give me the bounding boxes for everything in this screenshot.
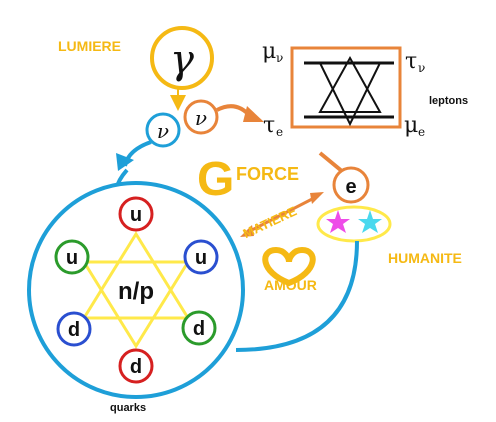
heart-icon xyxy=(262,246,316,287)
neutrino-orange-node: ν xyxy=(183,99,219,135)
lumiere-label: LUMIERE xyxy=(58,38,121,54)
quark-ring xyxy=(54,239,90,275)
force-label: FORCE xyxy=(236,164,299,184)
quark-u-1: u xyxy=(54,239,90,275)
nucleon-label: n/p xyxy=(118,278,154,305)
leptons-label: leptons xyxy=(429,95,468,107)
pink-star-icon xyxy=(326,210,350,233)
quark-letter: d xyxy=(193,318,205,340)
svg-text:μ: μ xyxy=(404,113,418,138)
quark-ring xyxy=(118,196,154,232)
quarks-label: quarks xyxy=(110,402,146,414)
blue-arrowhead xyxy=(116,153,134,171)
quark-ring xyxy=(183,239,219,275)
humanite-stars xyxy=(316,205,392,243)
quark-u-0: u xyxy=(118,196,154,232)
blue-return-curve xyxy=(235,240,359,352)
quark-ring xyxy=(118,348,154,384)
lepton-star-up xyxy=(318,55,382,113)
svg-text:τ: τ xyxy=(263,113,275,138)
quark-d-3: d xyxy=(56,311,92,347)
electron-node: e xyxy=(332,166,370,204)
lepton-tau-nu: τ ν xyxy=(405,49,425,75)
quark-ring xyxy=(181,310,217,346)
quark-ring xyxy=(56,311,92,347)
electron-symbol: e xyxy=(345,176,356,198)
electron-connector xyxy=(318,151,345,174)
quark-letter: u xyxy=(130,204,142,226)
lepton-mu-nu: μ ν xyxy=(262,39,283,65)
orange-arrowhead xyxy=(243,106,264,122)
neutrino-blue-node: ν xyxy=(145,112,181,148)
lepton-tau-e: τ e xyxy=(263,113,283,139)
quark-d-4: d xyxy=(181,310,217,346)
svg-text:τ: τ xyxy=(405,49,417,74)
svg-text:ν: ν xyxy=(418,61,425,75)
humanite-label: HUMANITE xyxy=(388,250,462,266)
neutrino-orange-symbol: ν xyxy=(195,106,207,130)
photon-node: γ xyxy=(150,26,214,90)
svg-text:e: e xyxy=(276,125,283,139)
nucleon-star xyxy=(81,231,191,349)
svg-text:e: e xyxy=(418,125,425,139)
quark-d-5: d xyxy=(118,348,154,384)
leptons-box xyxy=(290,46,402,129)
quark-letter: u xyxy=(66,247,78,269)
quark-u-2: u xyxy=(183,239,219,275)
photon-symbol: γ xyxy=(170,37,194,83)
svg-text:ν: ν xyxy=(276,51,283,65)
cyan-star-icon xyxy=(358,210,382,233)
svg-text:μ: μ xyxy=(262,39,276,64)
matiere-label: MATIERE xyxy=(241,203,300,241)
quark-letter: u xyxy=(195,247,207,269)
quarks-layer: u u u d d d xyxy=(54,196,219,384)
lepton-mu-e: μ e xyxy=(404,113,425,139)
amour-label: AMOUR xyxy=(264,277,317,293)
force-big-letter: G xyxy=(197,153,234,206)
quark-letter: d xyxy=(130,356,142,378)
matiere-arrow xyxy=(240,192,324,237)
neutrino-blue-symbol: ν xyxy=(157,119,169,143)
quark-letter: d xyxy=(68,319,80,341)
